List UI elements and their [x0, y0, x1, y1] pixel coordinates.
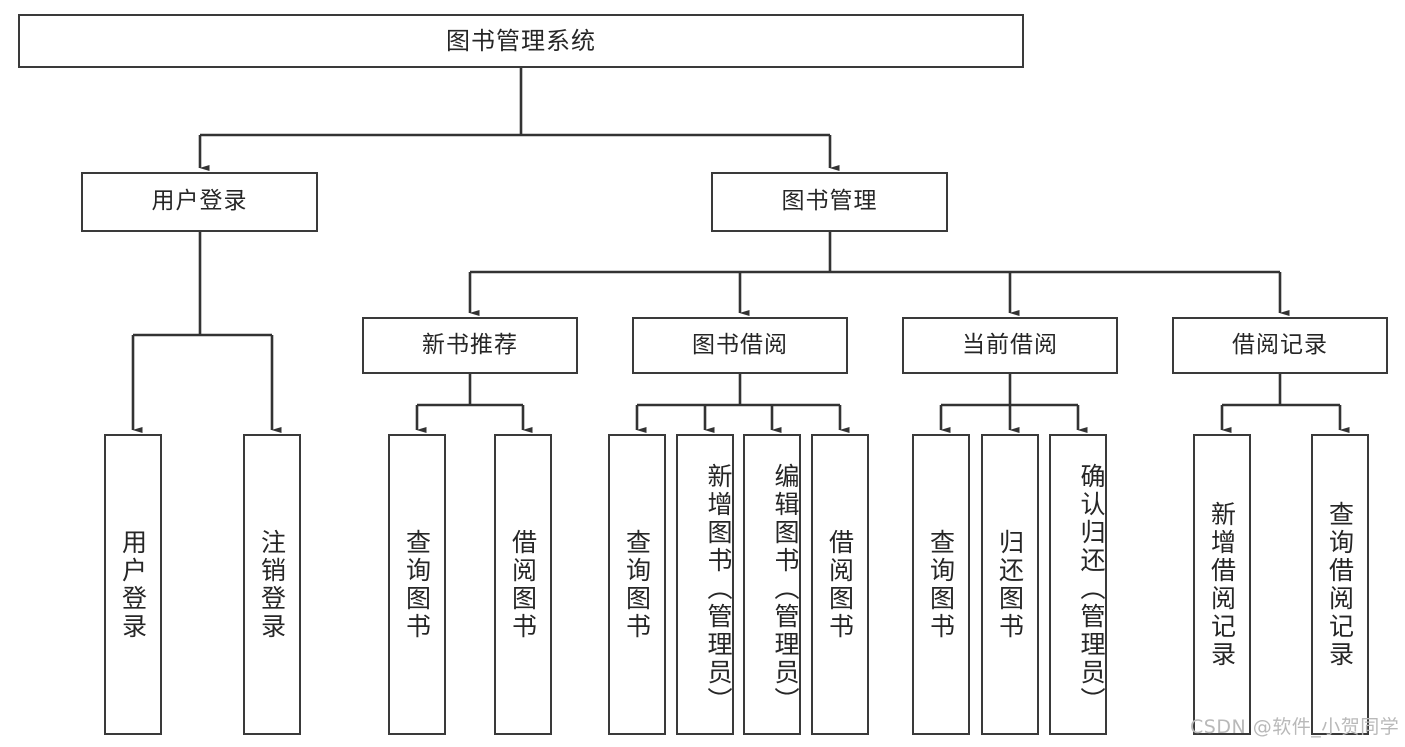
leaf-label: 编辑图书（管理员）	[771, 462, 800, 715]
leaf-label: 查询借阅记录	[1325, 500, 1355, 669]
leaf-logout[interactable]: 注销登录	[243, 434, 301, 735]
leaf-label: 用户登录	[118, 528, 148, 641]
node-current-borrow[interactable]: 当前借阅	[902, 317, 1118, 374]
leaf-label: 借阅图书	[508, 528, 538, 641]
leaf-query-book-current[interactable]: 查询图书	[912, 434, 970, 735]
leaf-query-book-recommend[interactable]: 查询图书	[388, 434, 446, 735]
leaf-label: 借阅图书	[825, 528, 855, 641]
leaf-query-book-borrow[interactable]: 查询图书	[608, 434, 666, 735]
leaf-label: 确认归还（管理员）	[1077, 462, 1106, 715]
node-label: 图书管理系统	[446, 26, 596, 55]
node-label: 图书借阅	[692, 331, 788, 358]
node-label: 用户登录	[151, 188, 248, 215]
leaf-label: 查询图书	[926, 528, 956, 641]
leaf-edit-book-admin[interactable]: 编辑图书（管理员）	[743, 434, 801, 735]
leaf-borrow-book-recommend[interactable]: 借阅图书	[494, 434, 552, 735]
leaf-add-borrow-record[interactable]: 新增借阅记录	[1193, 434, 1251, 735]
node-book-borrow[interactable]: 图书借阅	[632, 317, 848, 374]
csdn-watermark: CSDN @软件_小贺同学	[1190, 716, 1400, 738]
leaf-label: 归还图书	[995, 528, 1025, 641]
leaf-label: 新增借阅记录	[1207, 500, 1237, 669]
leaf-label: 查询图书	[402, 528, 432, 641]
leaf-query-borrow-record[interactable]: 查询借阅记录	[1311, 434, 1369, 735]
node-label: 借阅记录	[1232, 331, 1328, 358]
leaf-label: 查询图书	[622, 528, 652, 641]
node-new-book-recommend[interactable]: 新书推荐	[362, 317, 578, 374]
node-user-login[interactable]: 用户登录	[81, 172, 318, 232]
node-root-system[interactable]: 图书管理系统	[18, 14, 1024, 68]
leaf-return-book[interactable]: 归还图书	[981, 434, 1039, 735]
leaf-add-book-admin[interactable]: 新增图书（管理员）	[676, 434, 734, 735]
node-book-management[interactable]: 图书管理	[711, 172, 948, 232]
leaf-user-login[interactable]: 用户登录	[104, 434, 162, 735]
leaf-confirm-return-admin[interactable]: 确认归还（管理员）	[1049, 434, 1107, 735]
node-label: 当前借阅	[962, 331, 1058, 358]
node-label: 新书推荐	[422, 331, 518, 358]
leaf-borrow-book[interactable]: 借阅图书	[811, 434, 869, 735]
node-label: 图书管理	[781, 188, 878, 215]
leaf-label: 注销登录	[257, 528, 287, 641]
leaf-label: 新增图书（管理员）	[704, 462, 733, 715]
node-borrow-records[interactable]: 借阅记录	[1172, 317, 1388, 374]
